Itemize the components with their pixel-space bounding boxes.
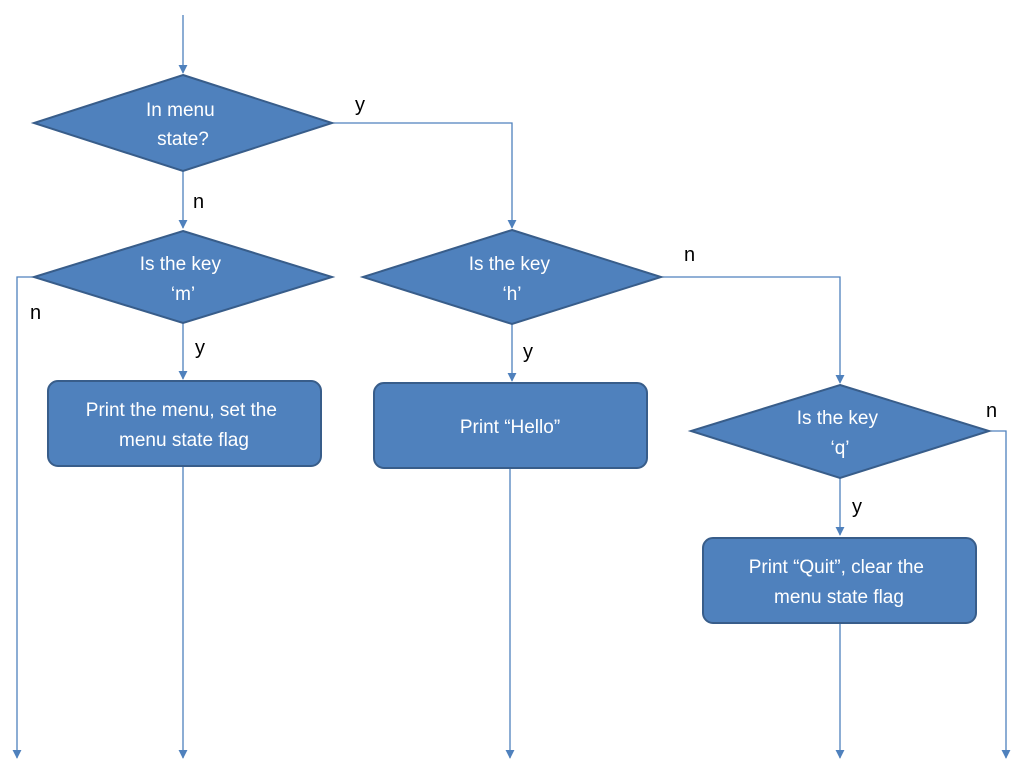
process-print-quit-label: Print “Quit”, clear the menu state flag [749, 557, 930, 608]
decision-menu-state-line-2: state? [157, 129, 209, 150]
process-print-quit-shape [702, 537, 977, 624]
key-h-no-connector [661, 276, 845, 384]
decision-key-m: Is the key ‘m’ [30, 229, 336, 325]
decision-key-q-line-2: ‘q’ [830, 438, 849, 459]
key-q-no-label: n [986, 400, 997, 422]
decision-key-h-line-2: ‘h’ [502, 284, 521, 305]
key-h-yes-label: y [523, 341, 533, 363]
decision-key-m-line-1: Is the key [140, 254, 222, 275]
key-m-yes-label: y [195, 337, 205, 359]
decision-menu-state-label: In menu state? [146, 100, 220, 150]
edge-labels: y n n y n y n y [30, 94, 997, 518]
decision-key-h-shape [359, 228, 665, 326]
connectors [12, 15, 1011, 759]
decision-menu-state: In menu state? [30, 73, 336, 173]
key-q-no-connector [989, 430, 1011, 759]
key-m-no-label: n [30, 302, 41, 324]
process-print-hello-shape [373, 382, 648, 469]
process-print-menu-line-2: menu state flag [119, 430, 249, 451]
decision-menu-state-shape [30, 73, 336, 173]
decision-key-h-line-1: Is the key [469, 254, 551, 275]
decision-key-m-shape [30, 229, 336, 325]
key-m-no-connector [12, 276, 34, 759]
process-print-menu-line-1: Print the menu, set the [86, 400, 277, 421]
process-print-quit: Print “Quit”, clear the menu state flag [702, 537, 977, 624]
key-q-yes-label: y [852, 496, 862, 518]
decision-key-q-shape [687, 383, 993, 480]
process-print-menu: Print the menu, set the menu state flag [47, 380, 322, 467]
menu-state-yes-connector [332, 122, 517, 229]
process-print-hello-label: Print “Hello” [460, 417, 560, 438]
menu-state-no-label: n [193, 191, 204, 213]
key-h-no-label: n [684, 244, 695, 266]
process-print-hello: Print “Hello” [373, 382, 648, 469]
decision-key-h: Is the key ‘h’ [359, 228, 665, 326]
process-print-quit-line-1: Print “Quit”, clear the [749, 557, 924, 578]
decision-key-q-line-1: Is the key [797, 408, 879, 429]
process-print-hello-line-1: Print “Hello” [460, 417, 560, 438]
decision-key-m-line-2: ‘m’ [171, 284, 195, 305]
process-print-menu-label: Print the menu, set the menu state flag [86, 400, 282, 451]
process-print-quit-line-2: menu state flag [774, 587, 904, 608]
process-print-menu-shape [47, 380, 322, 467]
decision-key-m-label: Is the key ‘m’ [140, 254, 227, 305]
decision-key-q: Is the key ‘q’ [687, 383, 993, 480]
decision-menu-state-line-1: In menu [146, 100, 215, 121]
menu-state-yes-label: y [355, 94, 365, 116]
decision-key-q-label: Is the key ‘q’ [797, 408, 884, 459]
decision-key-h-label: Is the key ‘h’ [469, 254, 556, 305]
